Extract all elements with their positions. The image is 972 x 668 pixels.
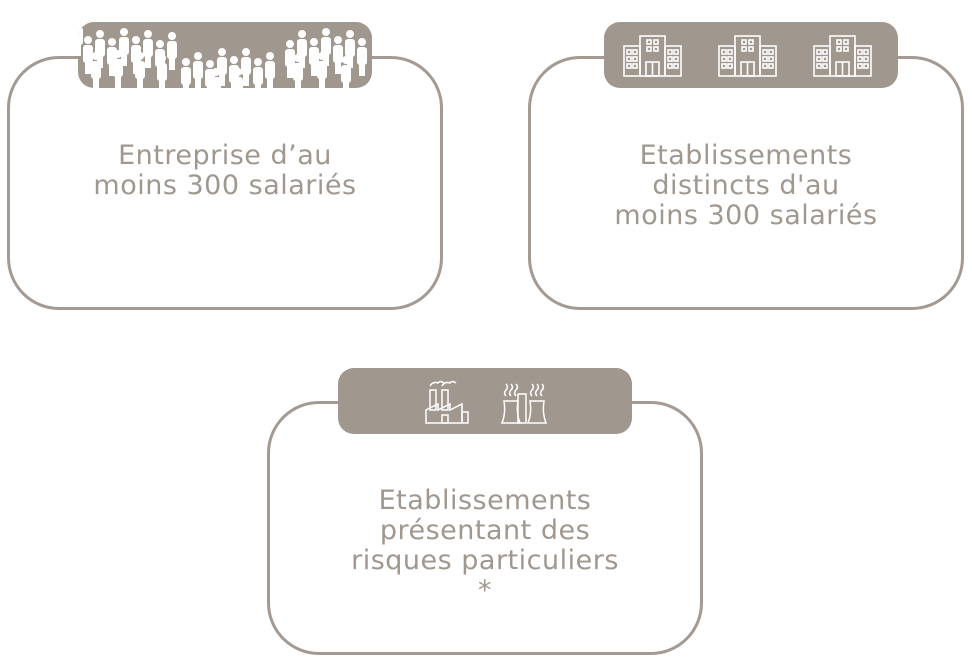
label-line: Entreprise d’au	[118, 140, 332, 171]
buildings-tab	[604, 22, 898, 88]
card-risk-establishments: Etablissements présentant des risques pa…	[267, 401, 703, 655]
label-line: Etablissements	[639, 140, 853, 171]
buildings-icon	[623, 35, 872, 77]
label-line: présentant des	[379, 515, 591, 546]
card-establishments-300: Etablissements distincts d'au moins 300 …	[528, 56, 964, 310]
industry-tab	[338, 368, 632, 434]
label-line: risques particuliers	[351, 545, 619, 576]
label-line: moins 300 salariés	[614, 200, 878, 231]
card-company-300: Entreprise d’au moins 300 salariés	[7, 56, 443, 310]
crowd-tab	[78, 22, 372, 88]
card-risk-label: Etablissements présentant des risques pa…	[270, 486, 700, 606]
label-line: *	[478, 575, 492, 606]
card-company-label: Entreprise d’au moins 300 salariés	[10, 141, 440, 201]
factory-icon	[425, 380, 548, 424]
label-line: Etablissements	[378, 485, 592, 516]
label-line: distincts d'au	[652, 170, 840, 201]
card-establishments-label: Etablissements distincts d'au moins 300 …	[531, 141, 961, 231]
label-line: moins 300 salariés	[93, 170, 357, 201]
crowd-icon	[78, 22, 367, 88]
